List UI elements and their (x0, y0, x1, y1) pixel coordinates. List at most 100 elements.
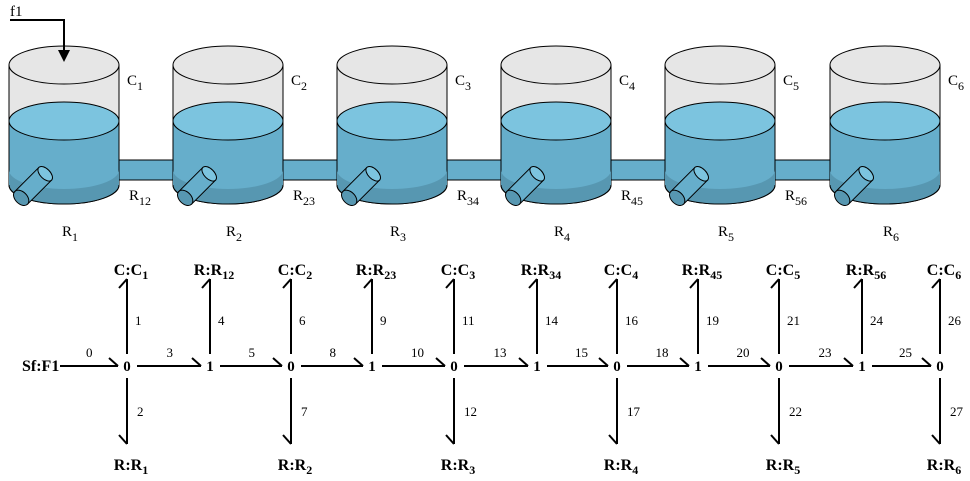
bottom-element-5: R:R6 (927, 457, 961, 477)
bond-graph: Sf:F10031C:C1154R:R12086C:C21109R:R23013… (22, 262, 964, 477)
top-element-3: R:R23 (356, 262, 396, 282)
bottom-element-0-sub: 1 (142, 463, 148, 477)
bond-num: 15 (575, 345, 588, 360)
outflow-label-6: R6 (883, 224, 899, 244)
junction-4: 0 (450, 359, 458, 375)
pipe-label-45-sub: 45 (631, 194, 643, 208)
pipe-label-23-sub: 23 (303, 194, 315, 208)
outflow-label-2: R2 (226, 224, 242, 244)
pipe-label-34-sub: 34 (467, 194, 479, 208)
top-element-6: C:C4 (604, 262, 638, 282)
outflow-pipe-4 (505, 166, 545, 206)
pipe-label-56-sub: 56 (795, 194, 807, 208)
outflow-label-6-sub: 6 (893, 230, 899, 244)
top-element-7: R:R45 (682, 262, 722, 282)
pipe-34 (444, 159, 504, 181)
top-element-9: R:R56 (846, 262, 886, 282)
tank-cap-label-6-main: C (948, 73, 958, 89)
top-element-2-main: C:C (278, 262, 306, 279)
bottom-element-1-main: R:R (278, 457, 307, 474)
outflow-pipe-1 (13, 166, 53, 206)
bond-num: 1 (135, 313, 142, 328)
bottom-element-4-sub: 5 (794, 463, 800, 477)
junction-9: 1 (858, 359, 866, 375)
top-element-7-sub: 45 (710, 268, 722, 282)
top-element-5: R:R34 (521, 262, 561, 282)
junction-0: 0 (123, 359, 131, 375)
outflow-label-5-sub: 5 (728, 230, 734, 244)
pipe-23 (280, 159, 340, 181)
tank-cap-label-5-main: C (783, 73, 793, 89)
pipe-45 (608, 159, 668, 181)
top-element-5-sub: 34 (549, 268, 561, 282)
outflow-label-1: R1 (62, 224, 78, 244)
tank-cap-label-2: C2 (291, 73, 307, 93)
bond-num: 19 (706, 313, 719, 328)
top-element-10-main: C:C (927, 262, 955, 279)
tank-cap-label-5: C5 (783, 73, 799, 93)
top-element-2: C:C2 (278, 262, 312, 282)
bond-num: 27 (950, 404, 964, 419)
outflow-label-3-sub: 3 (400, 230, 406, 244)
top-element-6-sub: 4 (632, 268, 638, 282)
bottom-element-0-main: R:R (114, 457, 143, 474)
tank-cap-label-4-main: C (619, 73, 629, 89)
top-element-10-sub: 6 (955, 268, 961, 282)
top-element-0: C:C1 (114, 262, 148, 282)
bond-num: 24 (870, 313, 884, 328)
top-element-9-sub: 56 (874, 268, 886, 282)
bottom-element-3-sub: 4 (632, 463, 638, 477)
top-element-1-sub: 12 (222, 268, 234, 282)
junction-5: 1 (533, 359, 541, 375)
bottom-element-3-main: R:R (604, 457, 633, 474)
tank-cap-label-5-sub: 5 (793, 79, 799, 93)
bond-num: 25 (899, 345, 912, 360)
outflow-label-6-main: R (883, 224, 893, 240)
tank-cap-label-4-sub: 4 (629, 79, 635, 93)
bond-num: 26 (948, 313, 962, 328)
bond-num: 9 (380, 313, 387, 328)
bottom-element-1-sub: 2 (306, 463, 312, 477)
bond-num: 18 (656, 345, 669, 360)
junction-6: 0 (613, 359, 621, 375)
bond-num: 3 (167, 345, 174, 360)
bottom-element-4-main: R:R (766, 457, 795, 474)
tank-cap-label-1-sub: 1 (137, 79, 143, 93)
source-sf: Sf:F1 (22, 358, 59, 375)
bond-num: 7 (301, 404, 308, 419)
bond-num: 4 (218, 313, 225, 328)
top-element-7-main: R:R (682, 262, 711, 279)
bottom-element-2-main: R:R (441, 457, 470, 474)
bond-num: 23 (819, 345, 832, 360)
top-element-2-sub: 2 (306, 268, 312, 282)
top-element-1-main: R:R (194, 262, 223, 279)
bond-num: 2 (137, 404, 144, 419)
outflow-label-4-main: R (554, 224, 564, 240)
junction-3: 1 (368, 359, 376, 375)
pipe-label-23: R23 (293, 188, 315, 208)
junction-10: 0 (936, 359, 944, 375)
top-element-5-main: R:R (521, 262, 550, 279)
pipe-label-23-main: R (293, 188, 303, 204)
junction-1: 1 (206, 359, 214, 375)
top-element-4: C:C3 (441, 262, 475, 282)
bottom-element-2: R:R3 (441, 457, 475, 477)
bottom-element-1: R:R2 (278, 457, 312, 477)
outflow-label-3: R3 (390, 224, 406, 244)
top-element-10: C:C6 (927, 262, 961, 282)
top-element-0-main: C:C (114, 262, 142, 279)
pipe-label-45-main: R (621, 188, 631, 204)
tank-cap-label-6-sub: 6 (958, 79, 964, 93)
top-element-8-main: C:C (766, 262, 794, 279)
bond-num: 8 (330, 345, 337, 360)
bond-num: 16 (625, 313, 639, 328)
outflow-label-3-main: R (390, 224, 400, 240)
pipe-label-34: R34 (457, 188, 479, 208)
